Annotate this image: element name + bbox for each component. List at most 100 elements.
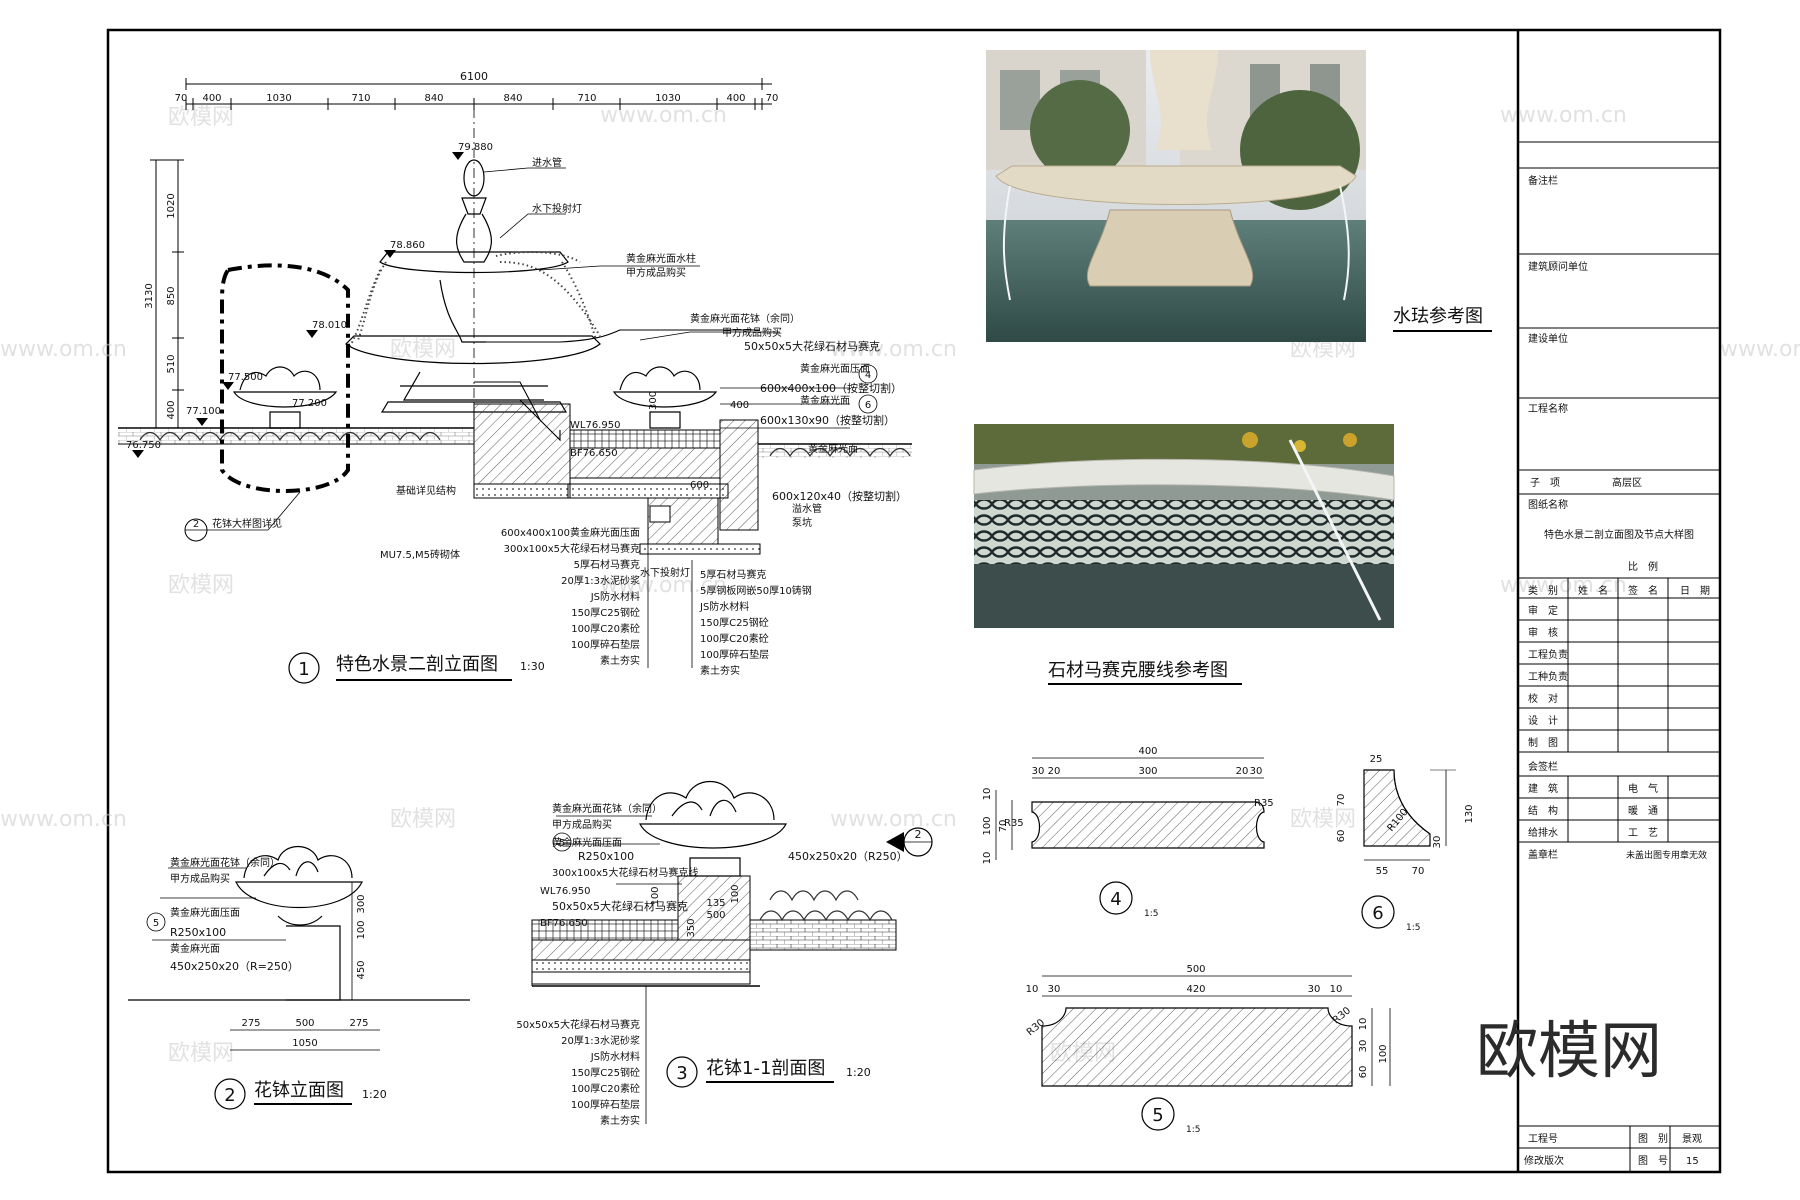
svg-text:150厚C25钢砼: 150厚C25钢砼 [700, 616, 769, 629]
svg-text:2: 2 [224, 1085, 235, 1106]
svg-text:100厚碎石垫层: 100厚碎石垫层 [571, 638, 640, 651]
title-drawing-name: 特色水景二剖立面图及节点大样图 [1544, 528, 1694, 541]
svg-text:1050: 1050 [292, 1038, 317, 1049]
svg-text:15: 15 [1686, 1156, 1699, 1167]
svg-text:欧模网: 欧模网 [168, 573, 234, 598]
svg-text:10: 10 [1026, 984, 1039, 995]
svg-text:50x50x5大花绿石材马赛克: 50x50x5大花绿石材马赛克 [552, 899, 688, 913]
svg-text:JS防水材料: JS防水材料 [699, 600, 749, 613]
svg-text:850: 850 [166, 286, 177, 305]
svg-text:基础详见结构: 基础详见结构 [396, 484, 456, 497]
svg-text:50x50x5大花绿石材马赛克: 50x50x5大花绿石材马赛克 [744, 339, 880, 353]
svg-text:275: 275 [241, 1018, 260, 1029]
svg-text:www.om.cn: www.om.cn [1720, 337, 1800, 362]
svg-text:欧模网: 欧模网 [390, 337, 456, 362]
drawing-2-planter-elevation: 黄金麻光面花钵（余同） 甲方成品购买 黄金麻光面压面 R250x100 黄金麻光… [128, 846, 470, 1110]
svg-text:R35: R35 [1004, 818, 1024, 829]
svg-text:工种负责: 工种负责 [1528, 670, 1568, 683]
svg-text:400: 400 [202, 93, 221, 104]
svg-text:450: 450 [356, 960, 367, 979]
svg-text:暖 通: 暖 通 [1628, 804, 1658, 817]
drawing-3-title: 花钵1-1剖面图 [706, 1058, 825, 1079]
svg-text:www.om.cn: www.om.cn [0, 337, 127, 362]
svg-text:20: 20 [1236, 766, 1249, 777]
svg-text:www.om.cn: www.om.cn [600, 103, 727, 128]
svg-text:77.200: 77.200 [292, 398, 327, 409]
watermarks: 欧模网 www.om.cn www.om.cn www.om.cn 欧模网 ww… [0, 103, 1800, 1066]
svg-text:10: 10 [1358, 1018, 1369, 1031]
svg-text:300x100x5大花绿石材马赛克: 300x100x5大花绿石材马赛克 [504, 542, 640, 555]
svg-text:300: 300 [356, 894, 367, 913]
svg-text:甲方成品购买: 甲方成品购买 [170, 872, 230, 885]
svg-text:www.om.cn: www.om.cn [1500, 103, 1627, 128]
svg-text:79.880: 79.880 [458, 142, 493, 153]
svg-text:黄金麻光面花钵（余同）: 黄金麻光面花钵（余同） [170, 856, 280, 869]
svg-text:20厚1:3水泥砂浆: 20厚1:3水泥砂浆 [561, 1034, 640, 1047]
svg-text:高层区: 高层区 [1612, 476, 1642, 489]
drawing-1-section-elevation: 6100 70 400 1030 710 840 840 710 1030 40… [118, 70, 912, 684]
svg-text:5: 5 [153, 918, 159, 929]
svg-text:100: 100 [356, 920, 367, 939]
svg-text:77.100: 77.100 [186, 406, 221, 417]
svg-text:3130: 3130 [144, 283, 155, 308]
photo2-title: 石材马赛克腰线参考图 [1048, 660, 1228, 681]
svg-text:150厚C25钢砼: 150厚C25钢砼 [571, 1066, 640, 1079]
svg-text:5: 5 [1152, 1105, 1163, 1126]
svg-text:100厚C20素砼: 100厚C20素砼 [700, 632, 769, 645]
svg-text:1:5: 1:5 [1406, 923, 1420, 933]
svg-text:花钵大样图详见: 花钵大样图详见 [212, 517, 282, 530]
svg-text:R250x100: R250x100 [170, 926, 226, 939]
svg-text:70: 70 [998, 820, 1009, 833]
svg-text:78.860: 78.860 [390, 240, 425, 251]
svg-text:素土夯实: 素土夯实 [600, 1114, 640, 1127]
svg-text:1: 1 [298, 659, 309, 680]
svg-text:审 核: 审 核 [1528, 626, 1558, 639]
svg-text:600x130x90（按整切割）: 600x130x90（按整切割） [760, 413, 895, 427]
svg-text:100厚碎石垫层: 100厚碎石垫层 [571, 1098, 640, 1111]
svg-text:100厚C20素砼: 100厚C20素砼 [571, 1082, 640, 1095]
svg-text:25: 25 [1370, 754, 1383, 765]
svg-text:400: 400 [726, 93, 745, 104]
svg-text:黄金麻光面: 黄金麻光面 [170, 942, 220, 955]
svg-text:600x400x100黄金麻光面压面: 600x400x100黄金麻光面压面 [501, 526, 640, 539]
svg-text:盖章栏: 盖章栏 [1528, 848, 1558, 861]
svg-text:710: 710 [351, 93, 370, 104]
svg-text:溢水管: 溢水管 [792, 502, 822, 515]
svg-text:500: 500 [706, 910, 725, 921]
svg-text:2: 2 [193, 519, 199, 530]
drawing-1-title: 特色水景二剖立面图 [336, 654, 498, 675]
svg-text:275: 275 [349, 1018, 368, 1029]
detail-5: 500 10 30 420 30 10 10 30 100 60 R30 R30… [1025, 964, 1391, 1135]
sheet-border [106, 28, 1722, 1174]
svg-text:www.om.cn: www.om.cn [830, 337, 957, 362]
svg-text:30: 30 [1250, 766, 1263, 777]
svg-text:1:30: 1:30 [520, 660, 545, 673]
svg-text:www.om.cn: www.om.cn [0, 807, 127, 832]
svg-text:黄金麻光面花钵（余同）: 黄金麻光面花钵（余同） [690, 312, 800, 325]
svg-text:60: 60 [1336, 830, 1347, 843]
svg-text:10: 10 [982, 852, 993, 865]
svg-text:10: 10 [1330, 984, 1343, 995]
svg-text:20: 20 [1048, 766, 1061, 777]
svg-text:黄金麻光面压面: 黄金麻光面压面 [800, 362, 870, 375]
svg-text:400: 400 [166, 400, 177, 419]
svg-text:水下投射灯: 水下投射灯 [640, 566, 690, 579]
svg-text:70: 70 [1336, 794, 1347, 807]
svg-text:水下投射灯: 水下投射灯 [532, 202, 582, 215]
svg-text:30: 30 [1308, 984, 1321, 995]
svg-text:工程名称: 工程名称 [1528, 402, 1568, 415]
photo-mosaic-reference: 石材马赛克腰线参考图 [973, 424, 1395, 685]
svg-text:签 名: 签 名 [1628, 584, 1658, 597]
svg-text:100: 100 [1378, 1044, 1389, 1063]
drawing-2-title: 花钵立面图 [254, 1080, 344, 1101]
svg-text:5厚石材马赛克: 5厚石材马赛克 [700, 568, 766, 581]
svg-text:结 构: 结 构 [1528, 804, 1558, 817]
svg-text:制 图: 制 图 [1528, 736, 1558, 749]
svg-text:工程负责: 工程负责 [1528, 648, 1568, 661]
svg-text:黄金麻光面压面: 黄金麻光面压面 [552, 836, 622, 849]
svg-text:工程号: 工程号 [1528, 1133, 1558, 1145]
svg-text:300x100x5大花绿石材马赛克线: 300x100x5大花绿石材马赛克线 [552, 866, 698, 879]
svg-text:1030: 1030 [266, 93, 291, 104]
svg-text:BF76.650: BF76.650 [540, 918, 588, 929]
svg-text:300: 300 [1138, 766, 1157, 777]
